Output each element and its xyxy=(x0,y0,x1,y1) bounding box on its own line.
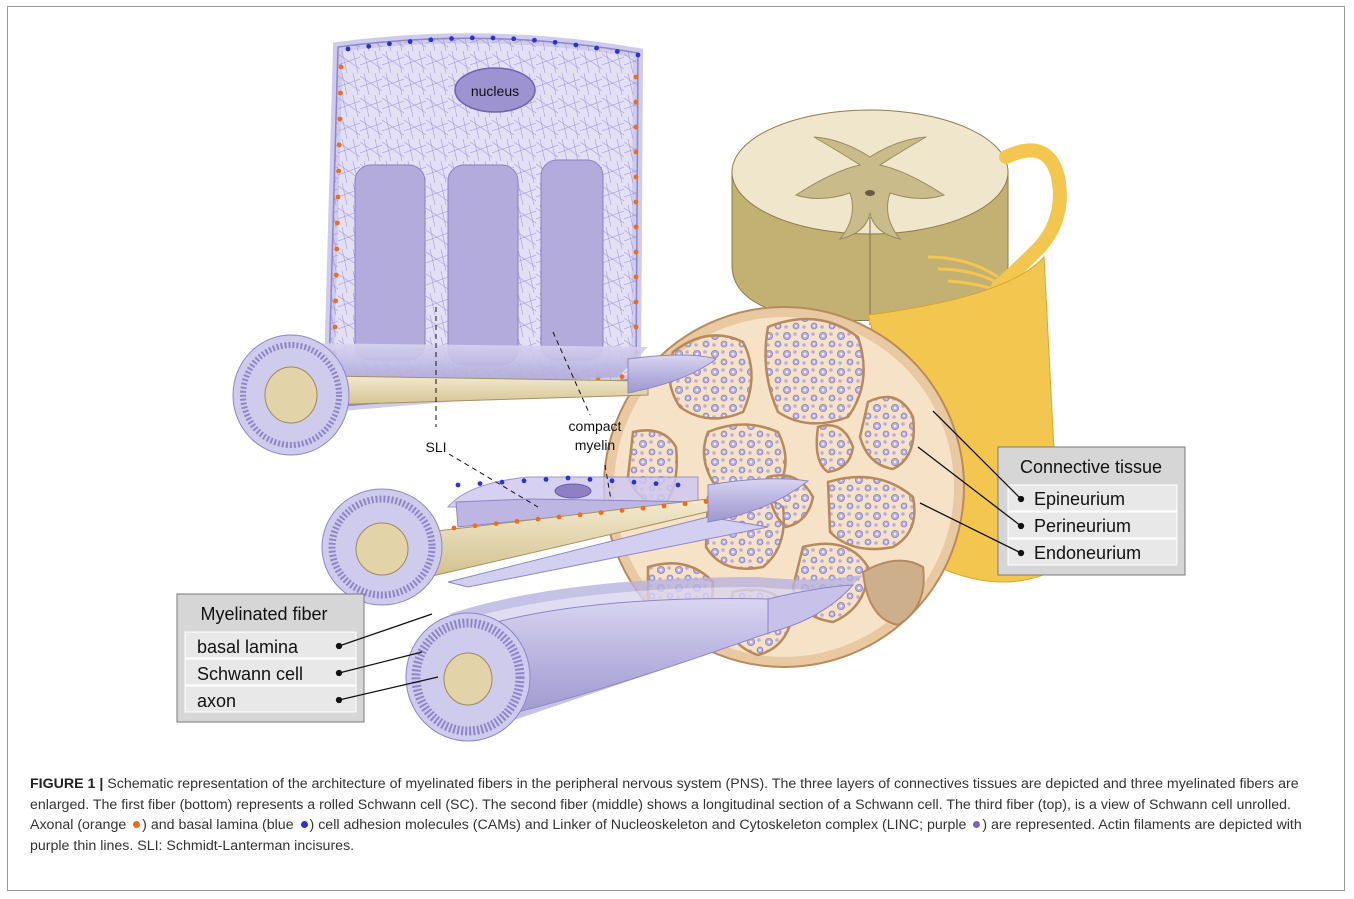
orange-dot xyxy=(634,300,639,305)
myelin-label: myelin xyxy=(575,437,615,453)
orange-dot xyxy=(634,100,639,105)
basal-lamina-label: basal lamina xyxy=(197,637,299,657)
orange-dot xyxy=(683,501,688,506)
blue-dot-icon xyxy=(301,821,308,828)
orange-dot xyxy=(333,325,338,330)
blue-dot xyxy=(615,49,620,54)
compact-label: compact xyxy=(569,418,622,434)
figure-label: FIGURE 1 | xyxy=(30,776,103,792)
orange-dot xyxy=(634,125,639,130)
orange-dot xyxy=(557,515,562,520)
orange-dot xyxy=(634,275,639,280)
purple-dot-icon xyxy=(973,821,980,828)
orange-dot xyxy=(336,195,341,200)
orange-dot xyxy=(515,519,520,524)
orange-dot xyxy=(336,169,341,174)
figure-frame: nucleus SLI compa xyxy=(7,6,1345,891)
blue-dot xyxy=(470,36,475,41)
blue-dot xyxy=(456,483,461,488)
myelinated-box-title: Myelinated fiber xyxy=(200,604,327,624)
epineurium-label: Epineurium xyxy=(1034,489,1125,509)
blue-dot xyxy=(428,37,433,42)
orange-dot xyxy=(634,325,639,330)
blue-dot xyxy=(636,53,641,58)
orange-dot xyxy=(634,175,639,180)
blue-dot xyxy=(500,480,505,485)
myelinated-fiber-box: Myelinated fiber basal lamina Schwann ce… xyxy=(177,594,364,722)
blue-dot xyxy=(387,41,392,46)
orange-dot xyxy=(634,150,639,155)
blue-dot xyxy=(532,38,537,43)
orange-dot xyxy=(641,506,646,511)
caption-text-3: ) cell adhesion molecules (CAMs) and Lin… xyxy=(310,817,971,833)
blue-dot xyxy=(522,478,527,483)
blue-dot xyxy=(632,480,637,485)
orange-dot xyxy=(473,523,478,528)
blue-dot xyxy=(654,481,659,486)
orange-dot xyxy=(334,247,339,252)
orange-dot xyxy=(620,374,625,379)
orange-dot xyxy=(634,250,639,255)
blue-dot xyxy=(366,44,371,49)
connective-tissue-box: Connective tissue Epineurium Perineurium… xyxy=(998,447,1185,575)
orange-dot xyxy=(634,200,639,205)
connective-box-title: Connective tissue xyxy=(1020,457,1162,477)
orange-dot xyxy=(337,143,342,148)
caption-text-2: ) and basal lamina (blue xyxy=(142,817,297,833)
blue-dot xyxy=(408,39,413,44)
blue-dot xyxy=(511,36,516,41)
orange-dot xyxy=(620,508,625,513)
blue-dot xyxy=(544,477,549,482)
orange-dot xyxy=(339,65,344,70)
blue-dot xyxy=(478,481,483,486)
figure-caption: FIGURE 1 | Schematic representation of t… xyxy=(30,774,1335,856)
nerve-architecture-diagram: nucleus SLI compa xyxy=(8,7,1346,767)
orange-dot xyxy=(704,499,709,504)
orange-dot xyxy=(338,91,343,96)
blue-dot xyxy=(491,36,496,41)
blue-dot xyxy=(676,483,681,488)
axon-label: axon xyxy=(197,691,236,711)
blue-dot xyxy=(588,477,593,482)
orange-dot xyxy=(335,221,340,226)
orange-dot xyxy=(536,517,541,522)
perineurium-label: Perineurium xyxy=(1034,516,1131,536)
orange-dot xyxy=(334,273,339,278)
blue-dot xyxy=(610,478,615,483)
orange-dot xyxy=(452,526,457,531)
orange-dot xyxy=(337,117,342,122)
fiber-unrolled: nucleus xyxy=(233,36,716,455)
endoneurium-label: Endoneurium xyxy=(1034,543,1141,563)
orange-dot xyxy=(333,299,338,304)
blue-dot xyxy=(449,36,454,41)
blue-dot xyxy=(573,43,578,48)
orange-dot-icon xyxy=(133,821,140,828)
blue-dot xyxy=(553,40,558,45)
orange-dot xyxy=(599,510,604,515)
orange-dot xyxy=(494,521,499,526)
orange-dot xyxy=(634,225,639,230)
blue-dot xyxy=(566,476,571,481)
blue-dot xyxy=(346,47,351,52)
orange-dot xyxy=(634,75,639,80)
blue-dot xyxy=(594,46,599,51)
nucleus-label: nucleus xyxy=(471,83,519,99)
orange-dot xyxy=(578,512,583,517)
orange-dot xyxy=(662,504,667,509)
schwann-cell-label: Schwann cell xyxy=(197,664,303,684)
sli-label: SLI xyxy=(425,439,446,455)
